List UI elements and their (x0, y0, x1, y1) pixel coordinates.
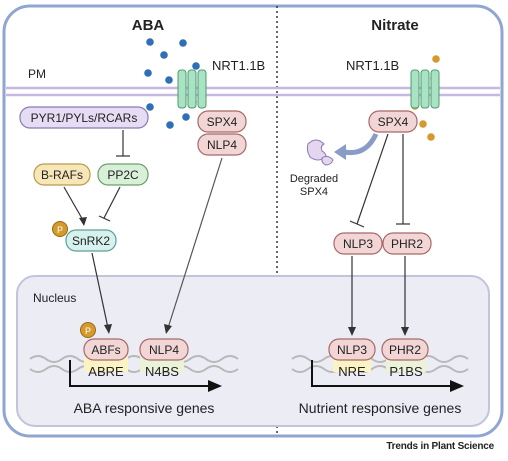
n4bs-element (140, 357, 184, 372)
phospho-snrk2-label: P (57, 225, 63, 235)
abre-element (84, 357, 128, 372)
left-pathway-arrows (63, 130, 223, 334)
nlp4-nuc-box (139, 338, 189, 361)
spx4-right-label: SPX4 (378, 115, 409, 129)
aba-title: ABA (132, 17, 165, 34)
pp2c-label: PP2C (107, 168, 139, 182)
abfs-box (83, 338, 129, 361)
phr2-box (382, 232, 432, 255)
nlp4-left-box (197, 133, 247, 156)
nlp3-nuc-box (328, 338, 376, 361)
transporter-left (177, 69, 207, 109)
receptor-box (19, 106, 149, 129)
nitrate-title: Nitrate (371, 17, 419, 34)
nutrient-genes-label: Nutrient responsive genes (299, 400, 462, 416)
abfs-label: ABFs (91, 343, 120, 357)
phospho-abfs (80, 322, 96, 338)
nrt-label-right: NRT1.1B (346, 58, 399, 73)
receptor-label: PYR1/PYLs/RCARs (31, 111, 138, 125)
transcription-arrows (69, 360, 452, 387)
nrt-label-left: NRT1.1B (212, 58, 265, 73)
spx4-left-label: SPX4 (207, 115, 238, 129)
snrk2-label: SnRK2 (72, 234, 110, 248)
journal-footer: Trends in Plant Science (386, 441, 494, 452)
phr2-nuc-box (381, 338, 429, 361)
nucleus-label: Nucleus (33, 291, 76, 305)
degraded-label-line1: Degraded (290, 173, 338, 185)
phospho-abfs-label: P (85, 326, 91, 336)
nre-element (333, 357, 371, 372)
dna-right (291, 355, 469, 373)
phr2-label: PHR2 (391, 237, 423, 251)
right-pathway-arrows (348, 133, 410, 336)
spx4-right-box (368, 110, 418, 133)
nlp3-box (333, 232, 383, 255)
degradation-arrowhead (334, 144, 346, 160)
aba-genes-label: ABA responsive genes (74, 400, 215, 416)
nre-label: NRE (338, 364, 366, 379)
p1bs-element (386, 357, 426, 372)
nucleus-compartment (16, 275, 490, 427)
nlp3-label: NLP3 (343, 237, 373, 251)
tss-arrowhead-right (450, 380, 464, 392)
pm-label: PM (28, 67, 46, 81)
pp2c-box (97, 163, 149, 186)
transporter-right (410, 69, 440, 109)
nlp4-nuc-label: NLP4 (149, 343, 179, 357)
p1bs-label: P1BS (389, 364, 423, 379)
spx4-left-box (197, 110, 247, 133)
nlp3-nuc-label: NLP3 (337, 343, 367, 357)
n4bs-label: N4BS (145, 364, 179, 379)
dna-left (29, 355, 239, 373)
snrk2-box (65, 229, 117, 252)
braf-label: B-RAFs (41, 168, 83, 182)
signaling-diagram: PM ABA Nitrate Nucleus NRT1.1B NRT1.1 (2, 4, 504, 438)
degradation-arrow (343, 132, 379, 156)
degraded-label-line2: SPX4 (300, 186, 328, 198)
degraded-spx4-icon (306, 139, 334, 166)
abre-label: ABRE (88, 364, 124, 379)
phospho-snrk2 (52, 221, 68, 237)
nlp4-left-label: NLP4 (207, 138, 237, 152)
phr2-nuc-label: PHR2 (389, 343, 421, 357)
braf-box (33, 163, 91, 186)
tss-arrowhead-left (208, 380, 222, 392)
